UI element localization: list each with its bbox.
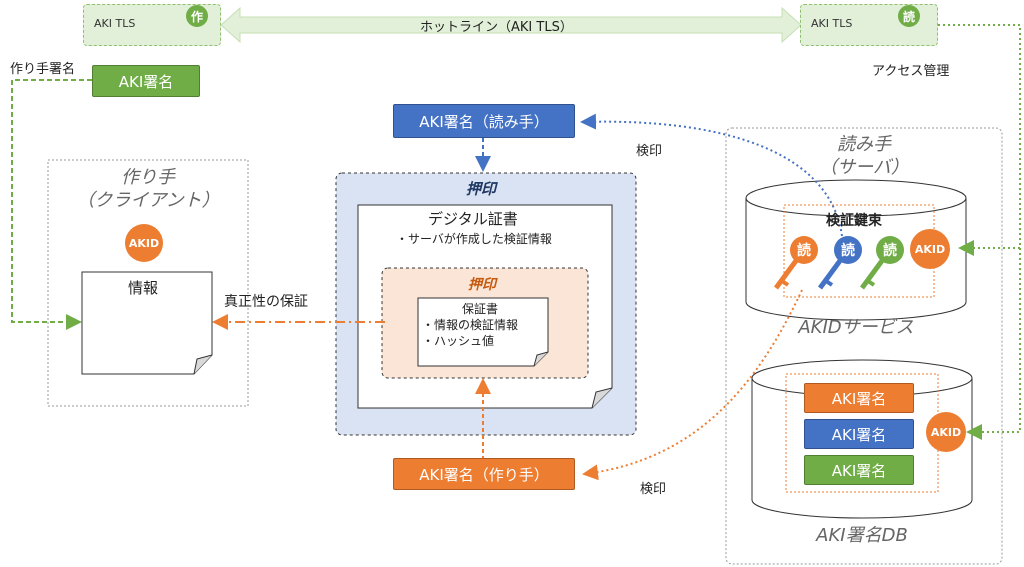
creator-frame xyxy=(47,159,249,407)
reader-frame xyxy=(725,127,1003,565)
digital-cert-line: ・サーバが作成した検証情報 xyxy=(396,232,552,246)
db-akid-badge: AKID xyxy=(926,412,966,452)
creator-sign-label: 作り手署名 xyxy=(10,62,76,77)
blue-key-icon xyxy=(817,256,845,290)
digital-cert-title: デジタル証書 xyxy=(428,210,518,228)
tls-right-key-head: 読 xyxy=(898,5,920,27)
creator-title: 作り手 （クライアント） xyxy=(48,166,248,212)
tls-left-key-head: 作 xyxy=(186,5,208,27)
hotline-label: ホットライン（AKI TLS） xyxy=(420,20,573,35)
db-entry-green[interactable]: AKI署名 xyxy=(804,455,914,485)
authenticity-label: 真正性の保証 xyxy=(224,294,308,310)
aki-sign-reader-button[interactable]: AKI署名（読み手） xyxy=(393,104,575,138)
tls-right-label: AKI TLS xyxy=(811,17,853,30)
guarantee-line1: ・情報の検証情報 xyxy=(422,318,519,332)
orange-key-head: 読 xyxy=(790,236,818,264)
db-entry-orange[interactable]: AKI署名 xyxy=(804,383,914,413)
creator-akid-badge: AKID xyxy=(125,224,163,262)
access-management-label: アクセス管理 xyxy=(872,64,950,79)
blue-key-head: 読 xyxy=(834,236,862,264)
creator-title-line1: 作り手 xyxy=(121,167,175,188)
aki-sign-db-label: AKI署名DB xyxy=(816,525,908,546)
guarantee-line2: ・ハッシュ値 xyxy=(422,334,495,348)
db-box xyxy=(785,373,939,493)
inner-seal-title: 押印 xyxy=(468,277,496,293)
akid-service-label: AKIDサービス xyxy=(798,317,914,338)
guarantee-title: 保証書 xyxy=(462,302,499,316)
info-doc-label: 情報 xyxy=(128,279,159,297)
db-entry-blue[interactable]: AKI署名 xyxy=(804,419,914,449)
outer-seal-title: 押印 xyxy=(466,180,497,198)
reader-title-line1: 読み手 xyxy=(837,134,891,155)
aki-sign-green-button[interactable]: AKI署名 xyxy=(92,65,200,97)
green-key-icon xyxy=(859,256,887,290)
reader-title: 読み手 （サーバ） xyxy=(726,133,1002,179)
verify-top-label: 検印 xyxy=(636,144,663,159)
keyring-title: 検証鍵束 xyxy=(826,213,882,229)
keyring-akid-badge: AKID xyxy=(910,229,950,269)
verify-bottom-label: 検印 xyxy=(640,482,667,497)
creator-title-line2: （クライアント） xyxy=(76,190,220,211)
tls-left-label: AKI TLS xyxy=(94,17,136,30)
reader-title-line2: （サーバ） xyxy=(819,157,909,178)
orange-key-icon xyxy=(773,256,801,290)
aki-sign-creator-button[interactable]: AKI署名（作り手） xyxy=(393,458,575,490)
green-key-head: 読 xyxy=(876,236,904,264)
